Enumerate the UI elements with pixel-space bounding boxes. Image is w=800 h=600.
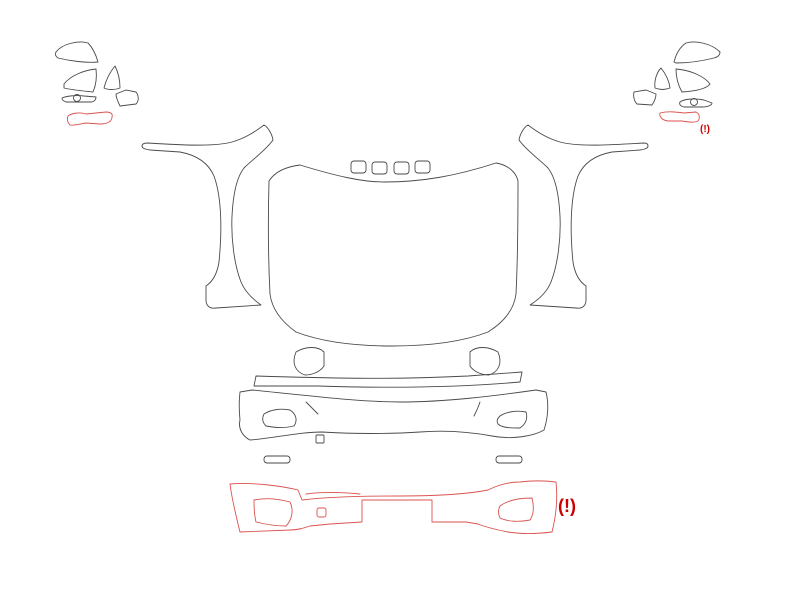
right-mirror-base-piece bbox=[679, 98, 713, 108]
emblem-letter-pieces bbox=[350, 160, 431, 175]
emblem-letter-1 bbox=[350, 160, 367, 174]
left-fog-light-piece bbox=[293, 347, 325, 376]
lower-bumper-left-cutout bbox=[253, 498, 293, 527]
bumper-right-crease bbox=[473, 401, 481, 417]
right-mirror-cap-piece bbox=[633, 89, 657, 106]
bumper-sensor-square bbox=[315, 434, 325, 444]
bumper-top-strip-piece bbox=[253, 371, 523, 388]
emblem-letter-2 bbox=[371, 161, 388, 175]
right-bumper-cutout bbox=[496, 410, 528, 429]
right-mirror-side-piece bbox=[675, 68, 711, 93]
emblem-letter-3 bbox=[393, 161, 410, 175]
front-bumper-pieces bbox=[238, 389, 549, 464]
right-fog-light-piece bbox=[469, 347, 501, 376]
left-lower-slot-piece bbox=[263, 455, 291, 464]
lower-bumper-crease bbox=[305, 492, 361, 495]
right-mirror-hole bbox=[690, 98, 698, 106]
right-lower-slot-piece bbox=[495, 455, 523, 464]
left-mirror-base-piece bbox=[61, 95, 97, 103]
right-fender-piece bbox=[518, 124, 649, 309]
left-mirror-top-piece bbox=[54, 41, 99, 63]
large-warning-label: (!) bbox=[558, 496, 576, 516]
front-bumper-piece bbox=[238, 389, 549, 441]
left-mirror-small-piece bbox=[103, 65, 121, 90]
right-mirror-small-piece bbox=[654, 67, 671, 90]
hood-piece bbox=[267, 162, 519, 347]
lower-bumper-warning-pieces: (!) bbox=[229, 480, 576, 534]
left-mirror-warning-piece bbox=[66, 111, 113, 126]
left-fender-piece bbox=[141, 124, 274, 309]
right-mirror-top-piece bbox=[673, 41, 721, 64]
lower-bumper-right-cutout bbox=[498, 497, 534, 522]
bumper-left-crease bbox=[305, 401, 319, 415]
small-warning-label: (!) bbox=[700, 124, 710, 135]
lower-bumper-sensor-square bbox=[316, 507, 327, 518]
left-bumper-cutout bbox=[262, 408, 297, 428]
right-mirror-pieces: (!) bbox=[633, 41, 721, 135]
emblem-letter-4 bbox=[414, 160, 431, 174]
left-mirror-hole bbox=[73, 94, 81, 102]
left-mirror-side-piece bbox=[63, 68, 97, 93]
left-mirror-cap-piece bbox=[115, 89, 139, 107]
left-mirror-pieces bbox=[54, 41, 139, 126]
right-mirror-warning-piece bbox=[659, 111, 700, 123]
lower-bumper-warning-piece bbox=[229, 480, 558, 534]
